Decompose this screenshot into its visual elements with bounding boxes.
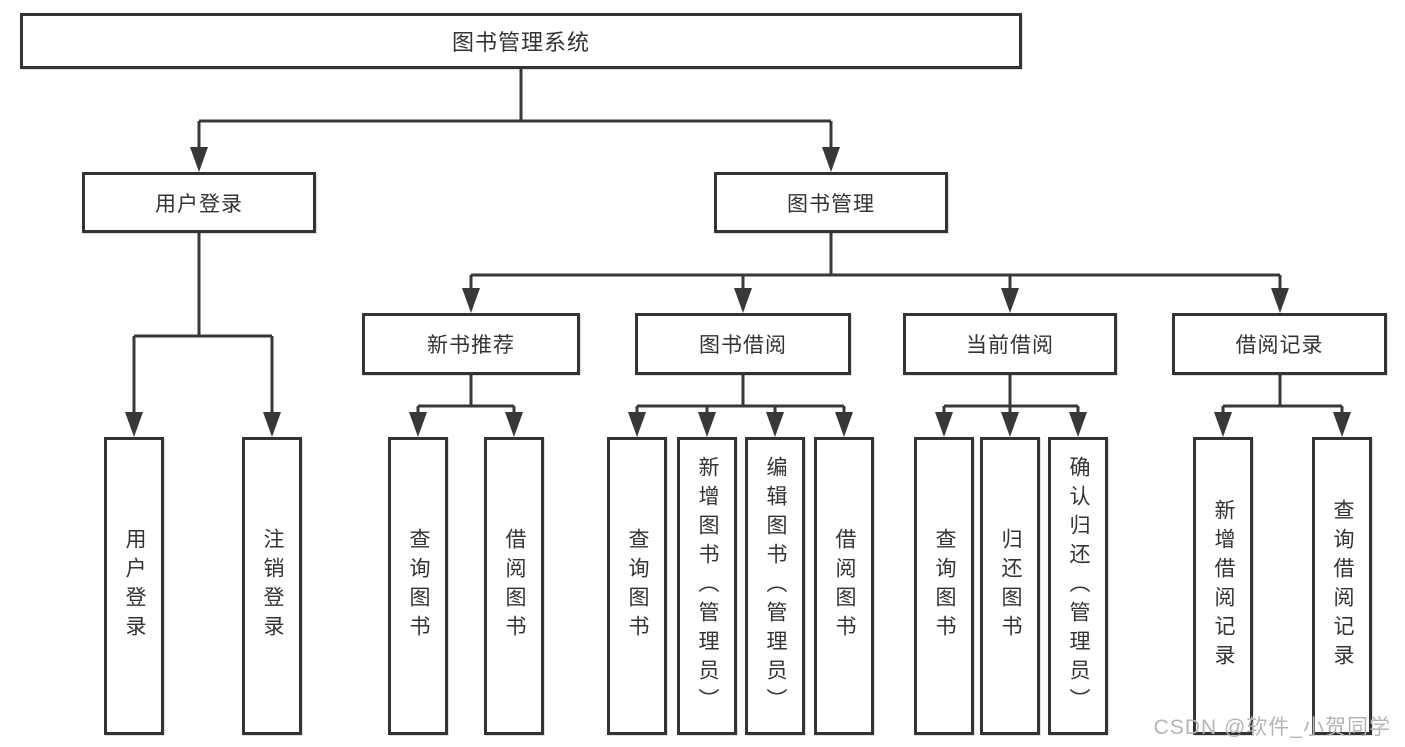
arrow-down-icon (1333, 412, 1351, 437)
arrow-down-icon (462, 288, 480, 313)
arrow-down-icon (698, 412, 716, 437)
arrow-down-icon (190, 147, 208, 172)
arrow-down-icon (1001, 412, 1019, 437)
arrow-down-icon (935, 412, 953, 437)
leaf-user-login: 用户登录 (104, 437, 164, 735)
arrow-down-icon (835, 412, 853, 437)
leaf-current-query: 查询图书 (914, 437, 974, 735)
node-book-management-system: 图书管理系统 (20, 13, 1022, 69)
leaf-current-return: 归还图书 (980, 437, 1040, 735)
leaf-borrow-query: 查询图书 (607, 437, 667, 735)
leaf-logout: 注销登录 (242, 437, 302, 735)
node-user-login: 用户登录 (82, 172, 316, 233)
arrow-down-icon (1214, 412, 1232, 437)
leaf-borrow-add-admin: 新增图书（管理员） (677, 437, 737, 735)
arrow-down-icon (263, 412, 281, 437)
arrow-down-icon (628, 412, 646, 437)
leaf-records-query: 查询借阅记录 (1312, 437, 1372, 735)
leaf-newbook-query: 查询图书 (388, 437, 448, 735)
leaf-borrow-edit-admin: 编辑图书（管理员） (745, 437, 805, 735)
node-book-management: 图书管理 (714, 172, 948, 233)
node-book-borrow: 图书借阅 (635, 313, 851, 375)
leaf-borrow-borrow: 借阅图书 (814, 437, 874, 735)
csdn-watermark: CSDN @软件_小贺同学 (1153, 716, 1391, 739)
arrow-down-icon (734, 288, 752, 313)
arrow-down-icon (505, 412, 523, 437)
leaf-current-confirm-admin: 确认归还（管理员） (1048, 437, 1108, 735)
leaf-records-add: 新增借阅记录 (1193, 437, 1253, 735)
leaf-newbook-borrow: 借阅图书 (484, 437, 544, 735)
node-current-borrow: 当前借阅 (903, 313, 1117, 375)
arrow-down-icon (1001, 288, 1019, 313)
arrow-down-icon (1271, 288, 1289, 313)
arrow-down-icon (409, 412, 427, 437)
arrow-down-icon (125, 412, 143, 437)
arrow-down-icon (1069, 412, 1087, 437)
arrow-down-icon (822, 147, 840, 172)
arrow-down-icon (766, 412, 784, 437)
node-borrow-records: 借阅记录 (1172, 313, 1387, 375)
node-new-book-recommend: 新书推荐 (362, 313, 580, 375)
